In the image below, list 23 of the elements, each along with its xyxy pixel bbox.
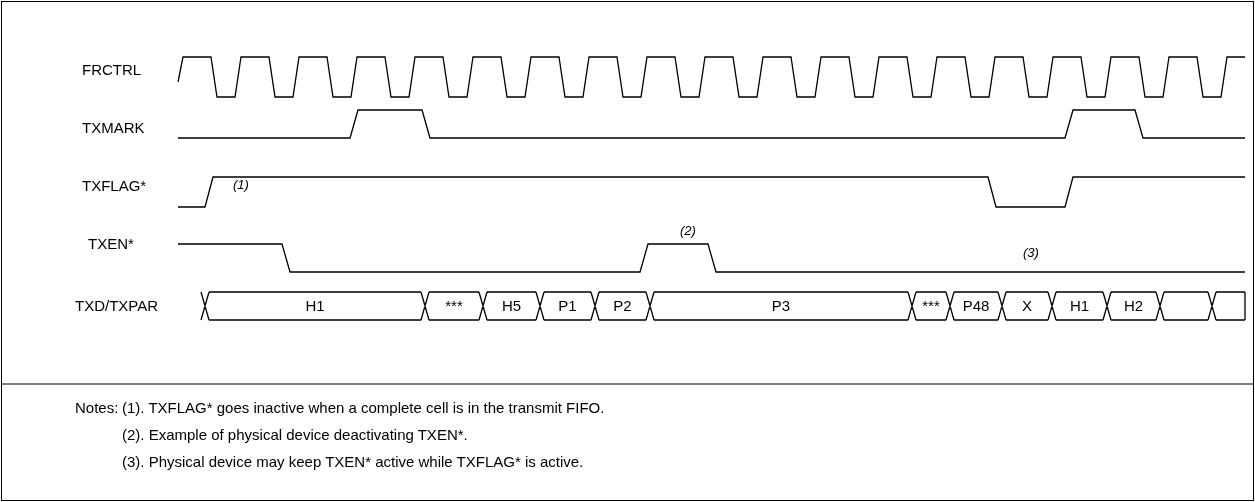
bus-value: X [1022,297,1032,315]
note-text: (1). TXFLAG* goes inactive when a complete cell is in the transmit FIFO. [122,399,605,417]
notes-heading: Notes: [75,399,119,417]
bus-value: P1 [558,297,577,315]
signal-name: FRCTRL [82,61,142,79]
bus-value: P48 [962,297,990,315]
signal-name: TXEN* [88,235,134,253]
bus-value: H2 [1123,297,1144,315]
signal-name: TXD/TXPAR [75,297,159,315]
annotation-number: (1) [233,176,249,194]
bus-value: P3 [771,297,791,315]
annotation-number: (2) [680,222,696,240]
note-text: (2). Example of physical device deactivating TXEN*. [122,426,468,444]
bus-value: H5 [501,297,522,315]
note-text: (3). Physical device may keep TXEN* active while TXFLAG* is active. [122,453,584,471]
bus-value: H1 [1069,297,1090,315]
signal-name: TXMARK [82,119,145,137]
bus-value: H1 [305,297,325,315]
bus-value: *** [922,297,940,315]
bus-value: *** [445,297,463,315]
bus-value: P2 [613,297,632,315]
annotation-number: (3) [1023,244,1039,262]
signal-name: TXFLAG* [82,177,147,195]
